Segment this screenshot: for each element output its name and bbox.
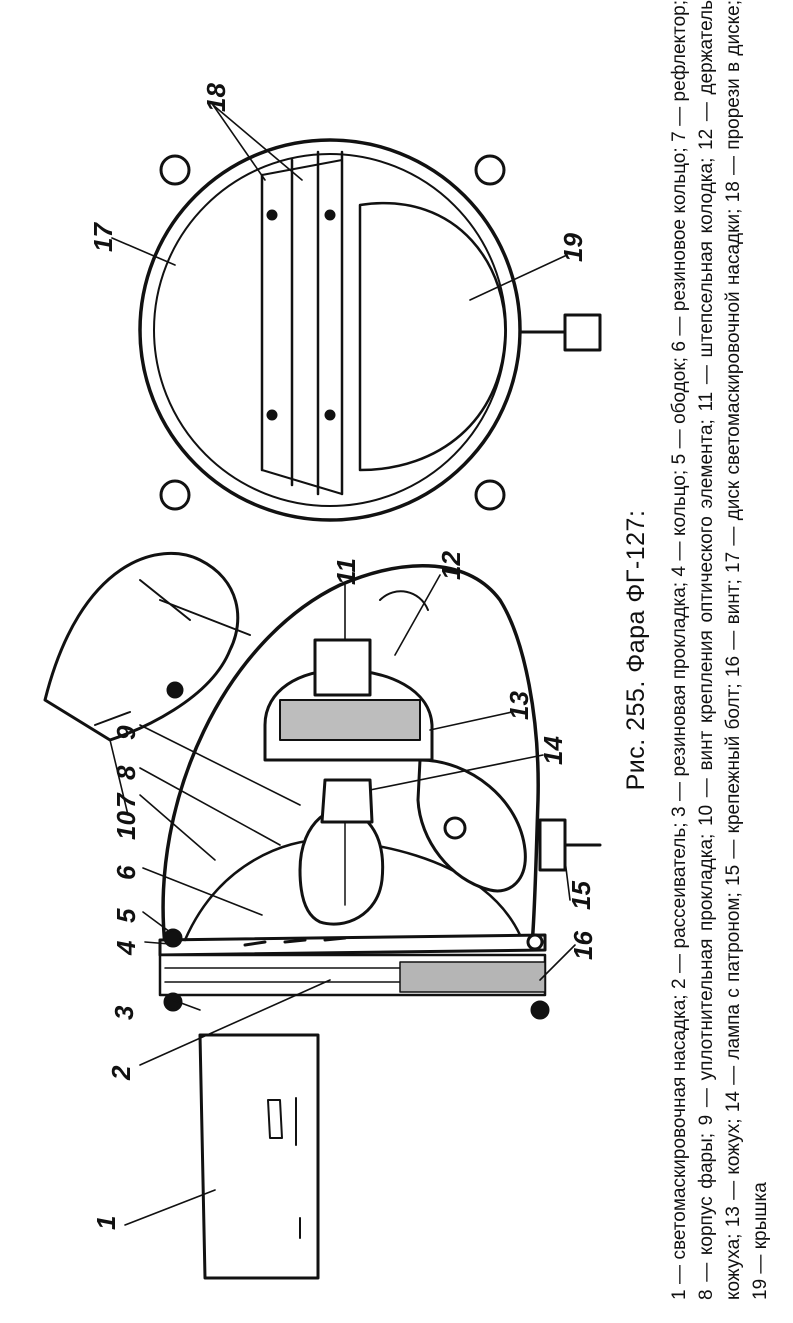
- callout-leader-lines: [109, 104, 576, 1226]
- callout-9: 9: [111, 725, 141, 740]
- callout-labels: 1 2 3 4 5 6 7 8 9 10 11 12 13 14 15 16 1…: [88, 83, 598, 1230]
- callout-6: 6: [111, 865, 141, 880]
- figure-legend: 1 — светомаскировочная насадка; 2 — расс…: [669, 0, 771, 1300]
- callout-14: 14: [538, 736, 568, 765]
- callout-19: 19: [558, 233, 588, 262]
- figure-title: Рис. 255. Фара ФГ-127:: [622, 509, 650, 791]
- callout-7: 7: [111, 792, 141, 808]
- callout-13: 13: [504, 691, 534, 720]
- callout-11: 11: [331, 558, 361, 585]
- callout-17: 17: [88, 222, 118, 252]
- callout-2: 2: [106, 1065, 136, 1081]
- callout-16: 16: [568, 931, 598, 960]
- callout-18: 18: [201, 83, 231, 112]
- callout-8: 8: [111, 765, 141, 780]
- callout-5: 5: [111, 908, 141, 923]
- callout-3: 3: [109, 1005, 139, 1020]
- callout-1: 1: [91, 1216, 121, 1230]
- callout-10: 10: [111, 811, 141, 840]
- figure-caption: Рис. 255. Фара ФГ-127: 1 — светомаскиров…: [618, 0, 788, 1300]
- callout-15: 15: [566, 881, 596, 910]
- callout-4: 4: [111, 940, 141, 956]
- headlight-section-view: [43, 552, 602, 1280]
- callout-12: 12: [436, 551, 466, 580]
- blackout-disc-front-view: [138, 138, 602, 522]
